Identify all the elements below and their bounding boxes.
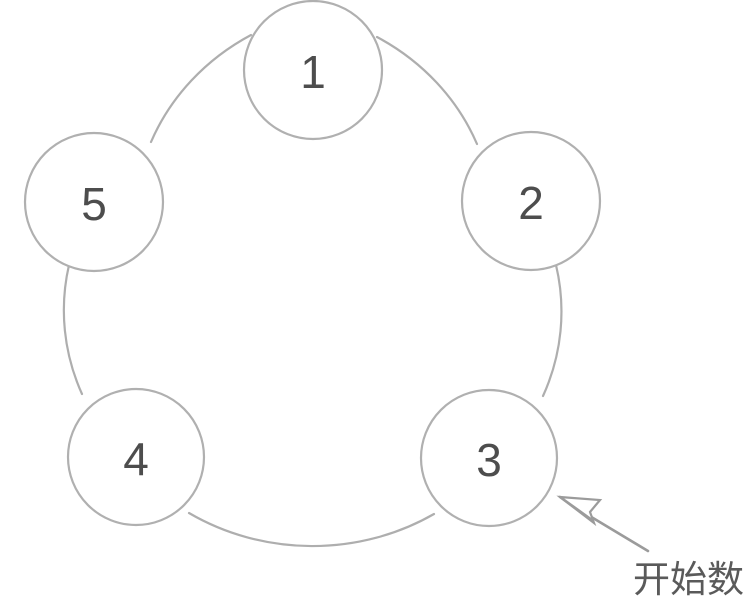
ring-edges xyxy=(62,33,563,548)
node-2[interactable]: 2 xyxy=(460,130,602,272)
node-3-circle[interactable] xyxy=(419,388,559,528)
edge-5-to-1-arc xyxy=(149,33,253,144)
node-5-label: 5 xyxy=(81,178,107,230)
arrow-head-inner-line xyxy=(558,495,594,522)
node-4-label: 4 xyxy=(123,433,149,485)
node-1[interactable]: 1 xyxy=(242,0,384,141)
node-3-label: 3 xyxy=(476,434,502,486)
ring-nodes: 1 2 3 4 5 xyxy=(23,0,602,528)
node-1-label: 1 xyxy=(300,46,326,98)
node-5[interactable]: 5 xyxy=(23,131,165,273)
node-5-circle[interactable] xyxy=(23,131,165,273)
edge-4-to-5-arc xyxy=(62,263,84,396)
node-2-circle[interactable] xyxy=(460,130,602,272)
edge-3-to-4-arc xyxy=(187,511,436,548)
node-4-circle[interactable] xyxy=(66,387,206,527)
edge-1-to-2-arc xyxy=(375,35,479,146)
arrow-shaft-line xyxy=(586,513,650,553)
annotation-label: 开始数 xyxy=(633,558,744,601)
node-4[interactable]: 4 xyxy=(66,387,206,527)
node-2-label: 2 xyxy=(518,177,544,229)
node-3[interactable]: 3 xyxy=(419,388,559,528)
annotation-arrow xyxy=(556,495,650,553)
node-1-circle[interactable] xyxy=(242,0,384,141)
edge-2-to-3-arc xyxy=(541,263,563,398)
